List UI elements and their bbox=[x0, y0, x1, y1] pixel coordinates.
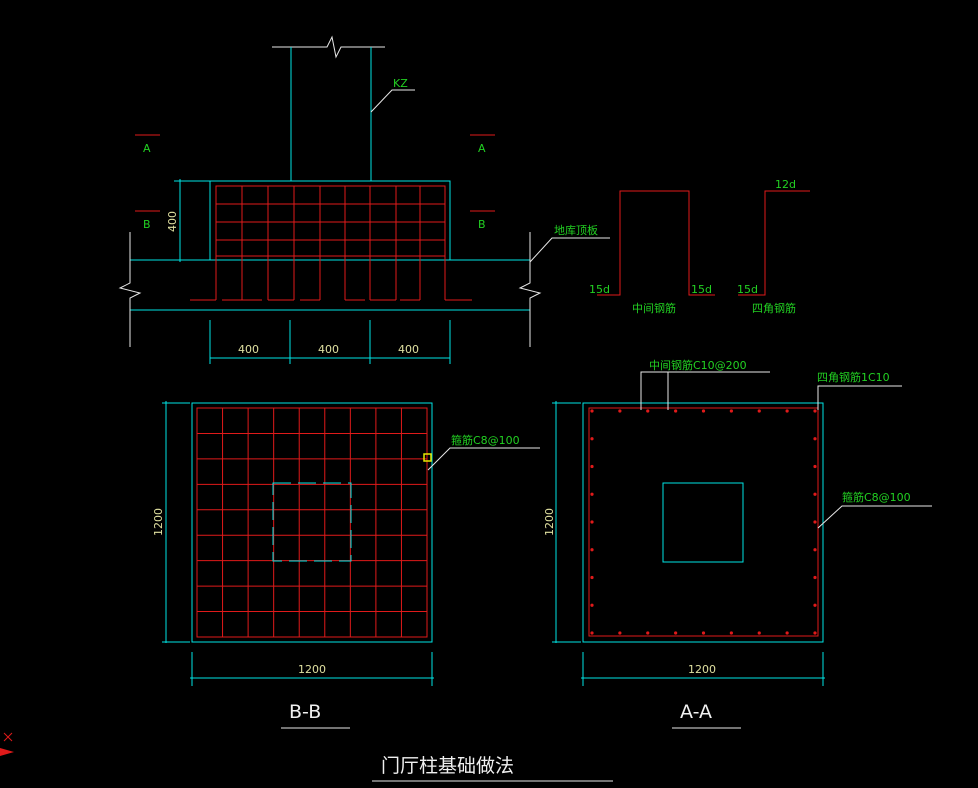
elevation-view: KZ bbox=[118, 35, 610, 364]
kz-leader bbox=[370, 89, 415, 113]
pedestal-rebar-grid bbox=[190, 185, 472, 301]
bb-dim-vertical: 1200 bbox=[152, 508, 165, 536]
section-label-a-right: A bbox=[478, 142, 486, 155]
rebar-shape-details: 15d 15d 中间钢筋 12d 15d 四角钢筋 bbox=[589, 178, 810, 315]
width-dim-2: 400 bbox=[318, 343, 339, 356]
width-dim-chain bbox=[209, 320, 451, 364]
width-dim-3: 400 bbox=[398, 343, 419, 356]
width-dim-1: 400 bbox=[238, 343, 259, 356]
drawing-title: 门厅柱基础做法 bbox=[381, 755, 514, 777]
corner-bar-top-length: 12d bbox=[775, 178, 796, 191]
middle-bar-right-length: 15d bbox=[691, 283, 712, 296]
bb-rebar-mesh bbox=[196, 407, 428, 638]
aa-corner-leader bbox=[817, 385, 902, 410]
section-label-b-right: B bbox=[478, 218, 486, 231]
aa-longitudinal-bars bbox=[590, 409, 817, 635]
aa-middle-leader bbox=[640, 371, 770, 410]
middle-bar-left-length: 15d bbox=[589, 283, 610, 296]
middle-bar-name: 中间钢筋 bbox=[632, 301, 676, 315]
bb-dim-horizontal: 1200 bbox=[298, 663, 326, 676]
bb-column-footprint bbox=[272, 482, 352, 562]
aa-stirrup bbox=[588, 407, 819, 637]
aa-stirrup-label: 箍筋C8@100 bbox=[842, 490, 911, 504]
section-aa: 中间钢筋C10@200 四角钢筋1C10 箍筋C8@100 1200 1200 … bbox=[543, 358, 932, 729]
pedestal-outline bbox=[209, 180, 451, 260]
slab-label: 地库顶板 bbox=[554, 223, 598, 237]
height-dim-text: 400 bbox=[166, 211, 179, 232]
aa-column bbox=[662, 482, 744, 563]
slab-break-right bbox=[518, 232, 542, 347]
aa-title: A-A bbox=[680, 701, 712, 723]
column-label: KZ bbox=[393, 77, 408, 90]
section-label-a-left: A bbox=[143, 142, 151, 155]
corner-bar-shape bbox=[738, 190, 810, 296]
bb-title: B-B bbox=[289, 701, 321, 723]
bb-grip-marker[interactable] bbox=[423, 453, 432, 462]
corner-bar-name: 四角钢筋 bbox=[752, 301, 796, 315]
corner-bar-left-length: 15d bbox=[737, 283, 758, 296]
aa-corner-bar-label: 四角钢筋1C10 bbox=[817, 370, 890, 384]
ucs-axis-icon bbox=[0, 732, 14, 756]
bb-stirrup-leader bbox=[427, 447, 540, 471]
aa-dim-horizontal: 1200 bbox=[688, 663, 716, 676]
section-bb: 箍筋C8@100 1200 1200 B-B bbox=[152, 401, 540, 729]
bb-stirrup-label: 箍筋C8@100 bbox=[451, 433, 520, 447]
aa-stirrup-leader bbox=[817, 505, 932, 529]
slab-leader bbox=[529, 237, 610, 263]
aa-middle-bar-label: 中间钢筋C10@200 bbox=[649, 358, 747, 372]
middle-bar-shape bbox=[597, 190, 715, 296]
section-label-b-left: B bbox=[143, 218, 151, 231]
column-break-line bbox=[272, 35, 385, 59]
bb-outline bbox=[191, 402, 433, 643]
slab-break-left bbox=[118, 232, 142, 347]
aa-outline bbox=[582, 402, 824, 643]
aa-dim-vertical: 1200 bbox=[543, 508, 556, 536]
